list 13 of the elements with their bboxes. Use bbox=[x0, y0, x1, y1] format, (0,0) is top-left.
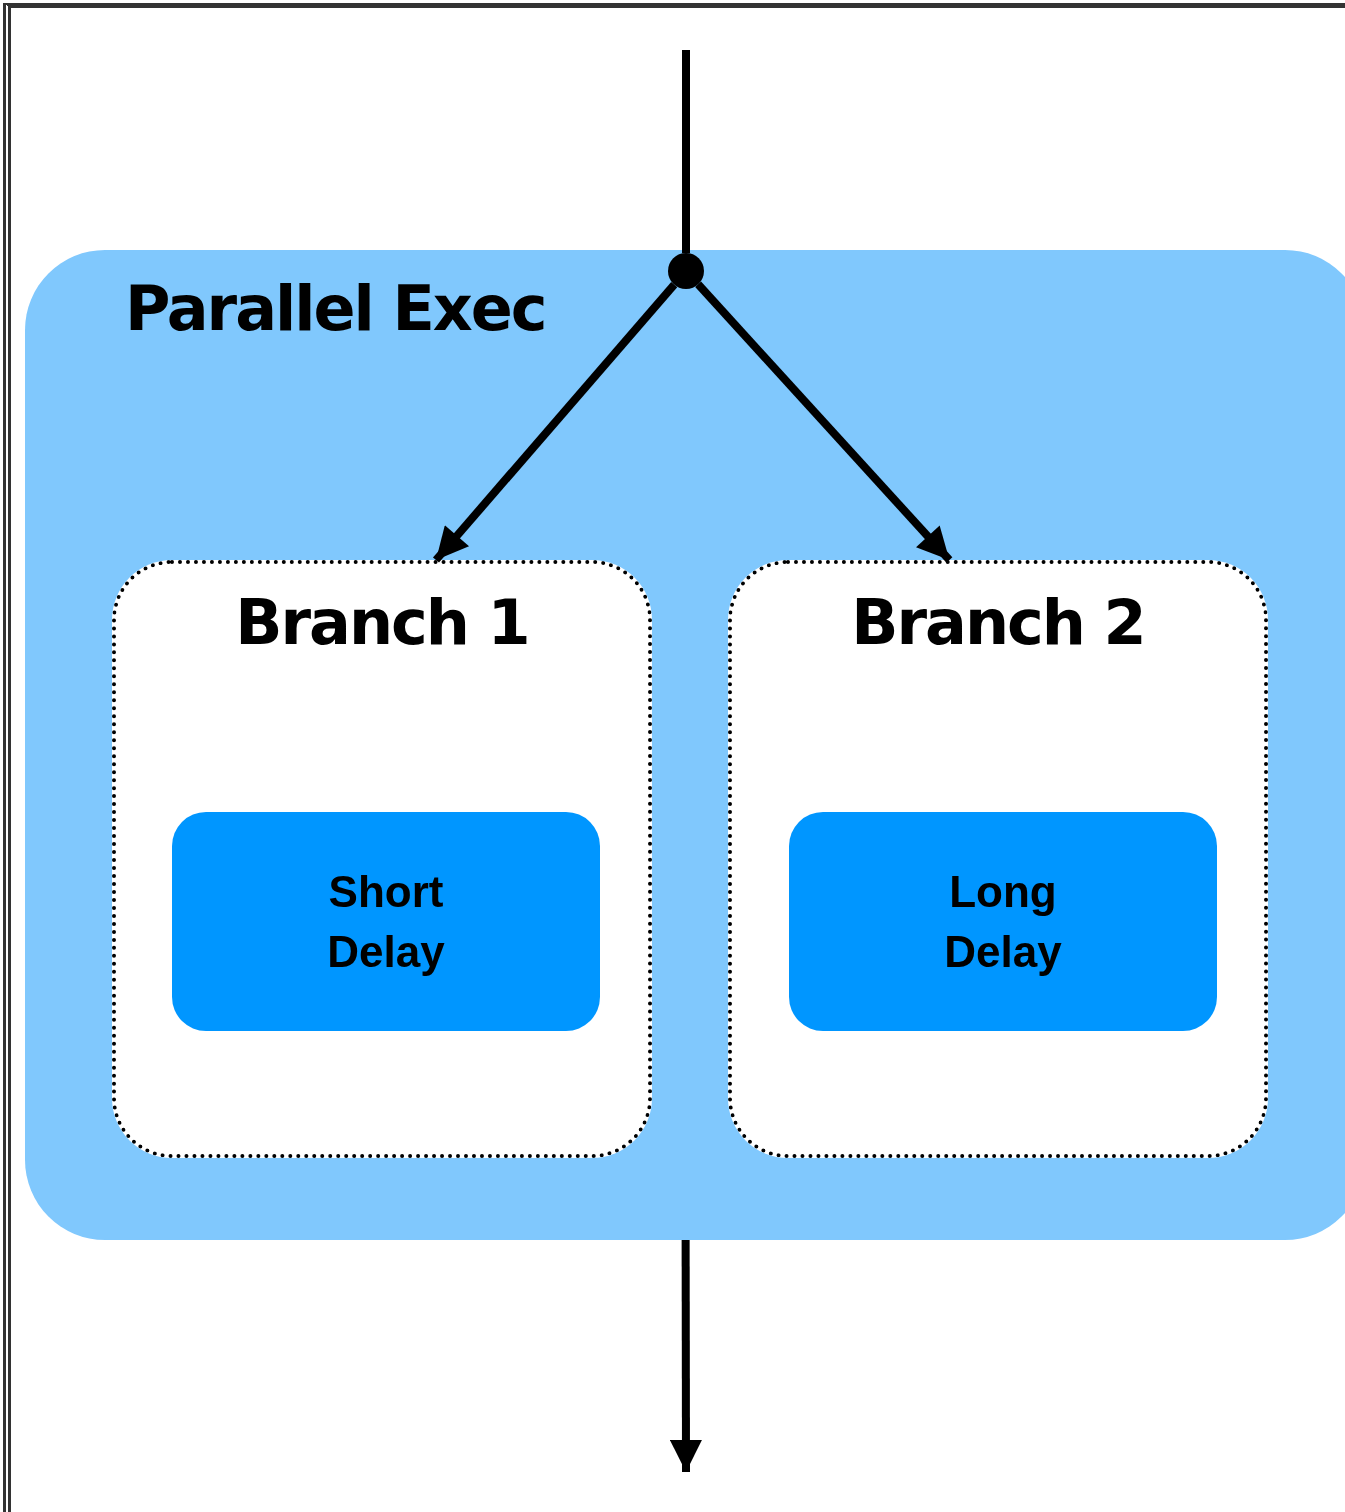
junction-dot bbox=[668, 253, 704, 289]
process-box bbox=[789, 812, 1217, 1031]
branch-container bbox=[112, 560, 652, 1158]
group-title: Parallel Exec bbox=[125, 272, 546, 345]
branch-title: Branch 2 bbox=[850, 586, 1146, 659]
branch-container bbox=[728, 560, 1268, 1158]
branch-title: Branch 1 bbox=[234, 586, 530, 659]
arrow bbox=[695, 281, 953, 563]
process-box bbox=[172, 812, 600, 1031]
group-container bbox=[25, 250, 1345, 1240]
process-label: Short Delay bbox=[326, 865, 446, 978]
arrow bbox=[432, 282, 678, 563]
process-label: Long Delay bbox=[943, 865, 1063, 978]
